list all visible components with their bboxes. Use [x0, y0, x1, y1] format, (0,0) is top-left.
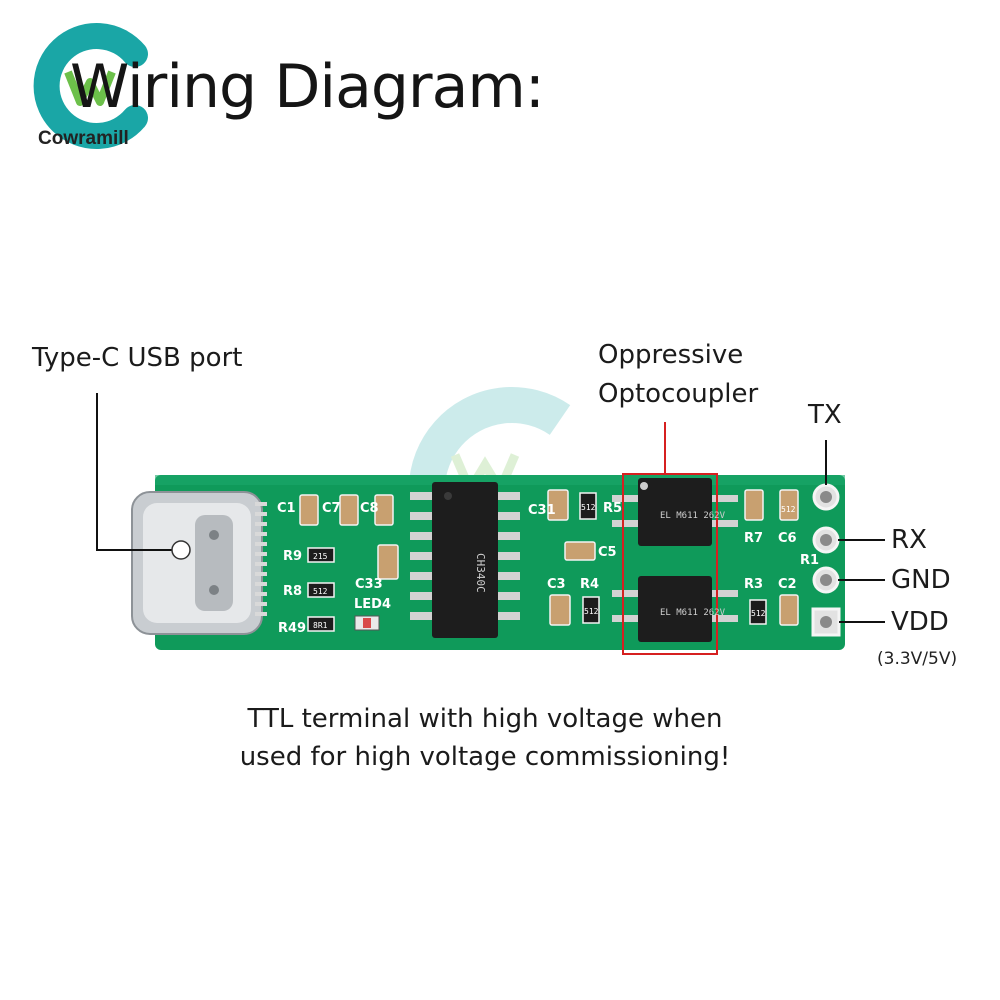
resistor-code: 215: [313, 552, 328, 561]
label-vdd: VDD: [891, 607, 949, 637]
label-optocoupler-line1: Oppressive: [598, 340, 744, 370]
resistor-code: 512: [581, 503, 596, 512]
note-line-2: used for high voltage commissioning!: [239, 742, 731, 772]
resistors: [307, 492, 767, 632]
silk-label: C3: [547, 577, 566, 592]
usb-leader-line: [96, 393, 181, 551]
silk-label: R7: [744, 531, 763, 546]
silk-label: C31: [528, 503, 556, 518]
silk-label: R1: [800, 553, 819, 568]
resistor-code: 512: [751, 609, 766, 618]
page-title: Wiring Diagram:: [70, 52, 545, 122]
label-optocoupler-line2: Optocoupler: [598, 379, 759, 409]
label-vdd-range: (3.3V/5V): [877, 649, 958, 669]
warning-note: TTL terminal with high voltage when used…: [0, 700, 970, 776]
resistor-code: 8R1: [313, 621, 328, 630]
ch340c-chip: [410, 482, 520, 638]
silk-label: R4: [580, 577, 599, 592]
label-rx: RX: [891, 525, 927, 555]
label-tx: TX: [808, 400, 842, 430]
optocoupler-chips: [612, 478, 738, 642]
silk-label: C7: [322, 501, 341, 516]
silk-label: R5: [603, 501, 622, 516]
brand-name: Cowramill: [38, 128, 129, 149]
usb-leader-dot: [171, 540, 191, 560]
logo-c-icon: [33, 23, 148, 149]
silk-label: C33: [355, 577, 383, 592]
note-line-1: TTL terminal with high voltage when: [247, 704, 723, 734]
silk-label: R3: [744, 577, 763, 592]
usb-c-connector: [131, 491, 267, 635]
optocoupler-highlight-box: [622, 473, 718, 655]
silk-label: C5: [598, 545, 617, 560]
label-gnd: GND: [891, 565, 951, 595]
resistor-code: 512: [781, 505, 796, 514]
label-usb-port: Type-C USB port: [32, 343, 243, 373]
silk-label: R8: [283, 584, 302, 599]
resistor-code: 512: [584, 607, 599, 616]
opto-bottom-marking: EL M611 262V: [660, 608, 726, 618]
ch340c-marking: CH340C: [474, 553, 487, 593]
silk-label: C6: [778, 531, 797, 546]
brand-logo: [33, 23, 148, 149]
logo-w-icon: [64, 70, 116, 106]
resistor-codes: 215 512 8R1 512 512 512 512: [313, 503, 796, 630]
resistor-code: 512: [313, 587, 328, 596]
silk-label: LED4: [354, 597, 391, 612]
silk-label: R9: [283, 549, 302, 564]
silk-label: C2: [778, 577, 797, 592]
silk-label: C1: [277, 501, 296, 516]
silk-label: R49: [278, 621, 306, 636]
silk-label: C8: [360, 501, 379, 516]
opto-top-marking: EL M611 262V: [660, 511, 726, 521]
capacitors: [299, 489, 799, 626]
silkscreen-labels: C1 C7 C8 R9 R8 R49 C33 LED4 C31 R5 C5 C3…: [277, 501, 819, 636]
